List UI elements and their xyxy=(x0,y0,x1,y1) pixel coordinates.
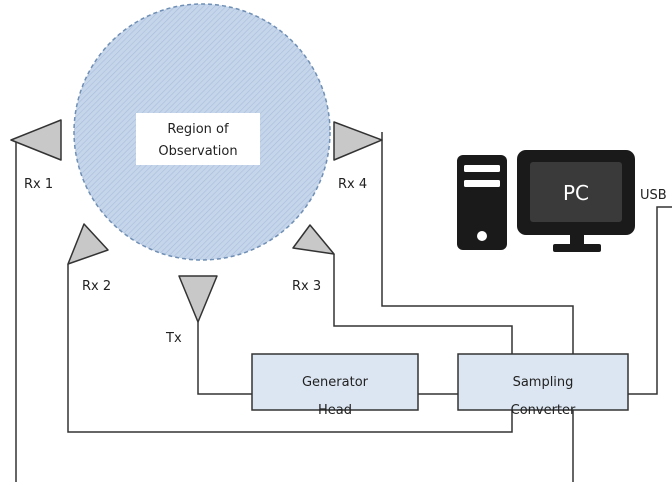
antennas xyxy=(10,119,383,323)
rx2-antenna-icon xyxy=(67,223,109,265)
wire-rx4 xyxy=(381,132,574,354)
region-label-line2: Observation xyxy=(158,144,237,159)
wires xyxy=(15,132,672,482)
wire-tx xyxy=(197,322,252,395)
usb-label: USB xyxy=(640,188,667,203)
rx1-antenna-icon xyxy=(10,119,62,161)
region-of-observation: Region of Observation xyxy=(73,3,331,261)
region-label-line1: Region of xyxy=(167,122,229,137)
generator-head-box: Generator Head xyxy=(251,353,419,418)
computer-tower-icon xyxy=(457,155,507,250)
rx2-label: Rx 2 xyxy=(82,279,111,294)
generator-label-line1: Generator xyxy=(302,375,369,390)
monitor-icon: PC xyxy=(517,150,635,252)
pc-label: PC xyxy=(563,181,589,205)
wire-rx2 xyxy=(67,264,513,433)
sampler-label-line2: Converter xyxy=(511,403,576,418)
rx1-label: Rx 1 xyxy=(24,177,53,192)
rx3-label: Rx 3 xyxy=(292,279,321,294)
rx4-antenna-icon xyxy=(333,121,383,161)
sampling-converter-box: Sampling Converter xyxy=(457,353,629,418)
tx-antenna-icon xyxy=(178,275,218,323)
rx3-antenna-icon xyxy=(292,224,335,255)
tx-label: Tx xyxy=(165,331,182,346)
generator-label-line2: Head xyxy=(318,403,352,418)
rx4-label: Rx 4 xyxy=(338,177,367,192)
sampler-label-line1: Sampling xyxy=(513,375,574,390)
wire-usb xyxy=(628,206,672,395)
wire-rx3 xyxy=(333,254,513,354)
region-label-box xyxy=(136,113,260,165)
